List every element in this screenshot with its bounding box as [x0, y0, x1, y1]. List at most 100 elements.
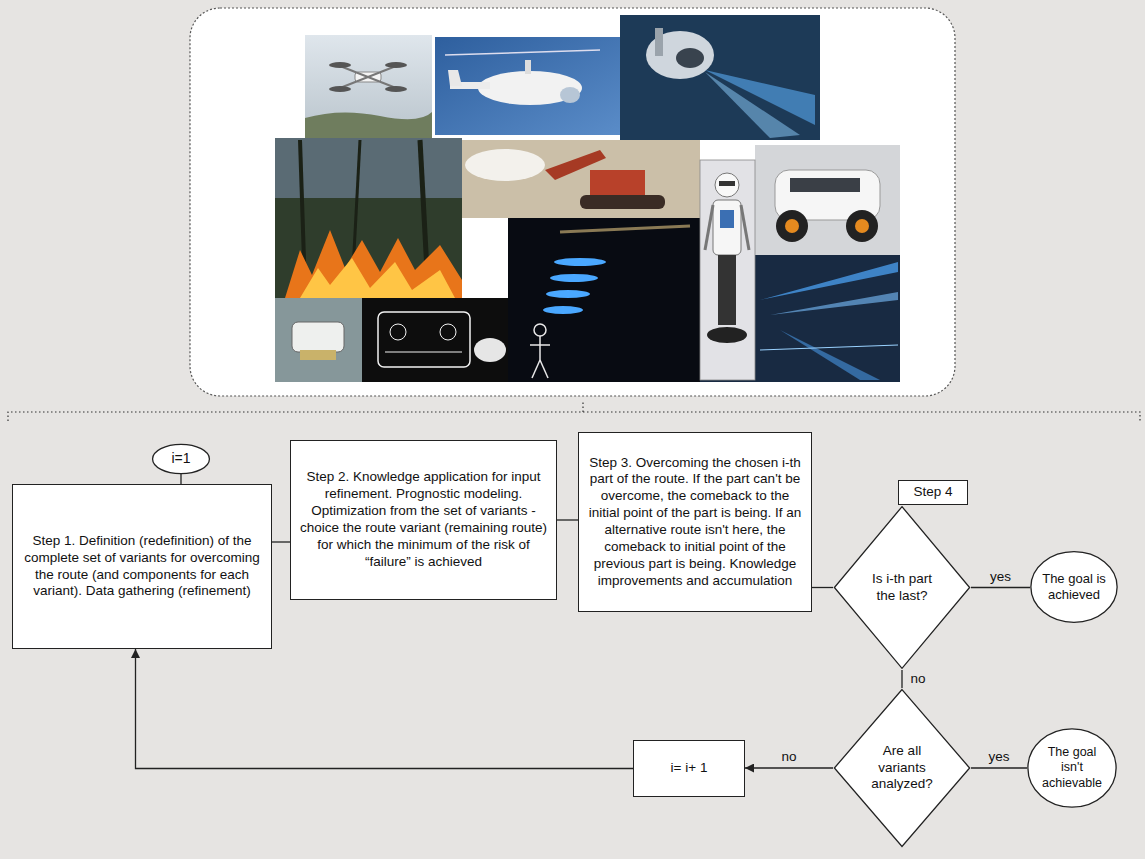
end-oval: The goal is achieved	[1030, 551, 1118, 623]
node-text-group: The goal is achieved	[1042, 571, 1106, 604]
humanoid-robot-photo-part	[719, 181, 735, 186]
connector	[557, 519, 578, 520]
node-text-group: The goal isn't achievable	[1039, 745, 1105, 792]
edge-label: no	[779, 750, 798, 765]
diamond-shape	[834, 690, 969, 847]
drone-photo-part	[340, 66, 396, 88]
vehicle-sketch-photo-part	[385, 352, 462, 353]
diamond-shape	[834, 507, 969, 669]
light-streak-photo-part	[780, 330, 880, 380]
helicopter-photo-part	[445, 50, 600, 55]
humanoid-robot-photo-part	[705, 205, 713, 250]
humanoid-robot-photo-part	[718, 255, 736, 325]
node-text-group: Step 3. Overcoming the chosen i-th part …	[587, 455, 803, 590]
helicopter-photo-part	[478, 71, 582, 105]
step-label-box: Step 4	[898, 480, 968, 505]
deep-sea-photo-part	[534, 324, 546, 336]
helicopter-photo-part	[560, 87, 580, 103]
forest-fire-photo-part	[285, 230, 462, 298]
node-text: Step 2. Knowledge application for input …	[299, 469, 548, 570]
firefighting-excavator-photo-part	[465, 149, 545, 181]
deep-sea-photo-part	[530, 344, 550, 346]
helicopter-photo-part	[525, 60, 531, 74]
node-text-group: Is i-th part the last?	[865, 571, 939, 605]
node-text-group: Step 2. Knowledge application for input …	[299, 469, 548, 570]
underwater-light-photo-part	[620, 15, 820, 140]
drone-photo-part	[329, 86, 351, 92]
oval-shape	[153, 444, 210, 473]
firefighting-excavator-photo-part	[580, 195, 665, 209]
connector	[812, 587, 833, 588]
humanoid-robot-photo-part	[700, 160, 755, 380]
vehicle-sketch-photo-part	[474, 338, 506, 362]
rover-photo-part	[776, 210, 808, 242]
drone-photo-part	[329, 62, 351, 68]
decision-diamond: Are all variants analyzed?	[833, 688, 971, 848]
rover-photo-part	[790, 178, 860, 192]
node-text-group: Step 1. Definition (redefinition) of the…	[21, 533, 263, 601]
drone-photo-part	[340, 66, 396, 88]
drone-photo	[305, 35, 432, 138]
rover-photo-part	[785, 219, 799, 233]
bracket-tick	[582, 401, 583, 412]
process-box: Step 2. Knowledge application for input …	[290, 440, 557, 600]
node-text: i=1	[159, 450, 203, 468]
node-text: The goal isn't achievable	[1039, 745, 1105, 792]
forest-fire-photo-part	[275, 138, 462, 298]
edge-label: no	[908, 672, 927, 687]
rover-photo-part	[855, 219, 869, 233]
start-oval: i=1	[152, 444, 210, 474]
node-text: Step 4	[901, 484, 965, 501]
underwater-vehicle-photo-part	[292, 322, 344, 352]
helicopter-photo-part	[448, 70, 462, 86]
deep-sea-photo	[508, 218, 700, 382]
node-text-group: i= i+ 1	[638, 760, 740, 777]
edge-label: yes	[988, 569, 1013, 584]
underwater-light-photo-part	[705, 72, 800, 138]
drone-photo-part	[385, 86, 407, 92]
light-streak-photo-part	[760, 345, 898, 350]
rover-photo-part	[846, 210, 878, 242]
connector	[971, 767, 1027, 768]
rover-photo-part	[755, 145, 900, 255]
node-text: The goal is achieved	[1042, 571, 1106, 604]
vehicle-sketch-photo-part	[390, 324, 406, 340]
humanoid-robot-photo-part	[713, 200, 741, 255]
node-text-group: Step 4	[901, 484, 965, 501]
light-streak-photo-part	[770, 292, 898, 315]
underwater-light-photo-part	[676, 48, 704, 68]
light-streak-photo-part	[760, 262, 898, 300]
deep-sea-photo-part	[540, 360, 548, 378]
oval-shape	[1031, 552, 1117, 623]
vehicle-sketch-photo	[362, 298, 508, 382]
deep-sea-photo-part	[560, 226, 690, 232]
underwater-vehicle-photo-part	[275, 298, 362, 382]
node-text: i= i+ 1	[638, 760, 740, 777]
drone-photo-part	[305, 112, 432, 138]
underwater-vehicle-photo-part	[300, 350, 336, 360]
bracket-line	[8, 412, 1140, 421]
process-box: Step 3. Overcoming the chosen i-th part …	[578, 432, 812, 612]
underwater-vehicle-photo	[275, 298, 362, 382]
edge-label: yes	[986, 750, 1011, 765]
drone-photo-part	[305, 35, 432, 138]
humanoid-robot-photo-part	[741, 205, 749, 250]
forest-fire-photo	[275, 138, 462, 298]
deep-sea-photo-part	[532, 360, 540, 378]
process-box: Step 1. Definition (redefinition) of the…	[12, 484, 272, 649]
node-text-group: Are all variants analyzed?	[865, 743, 939, 794]
collage-frame	[190, 8, 955, 396]
forest-fire-photo-part	[300, 258, 455, 298]
connector	[136, 649, 634, 769]
vehicle-sketch-photo-part	[362, 298, 508, 382]
node-text-group: i=1	[159, 450, 203, 468]
underwater-light-photo	[620, 15, 820, 140]
firefighting-excavator-photo-part	[590, 170, 645, 195]
deep-sea-photo-part	[554, 258, 606, 266]
connector	[272, 541, 290, 542]
end-oval: The goal isn't achievable	[1027, 728, 1117, 808]
